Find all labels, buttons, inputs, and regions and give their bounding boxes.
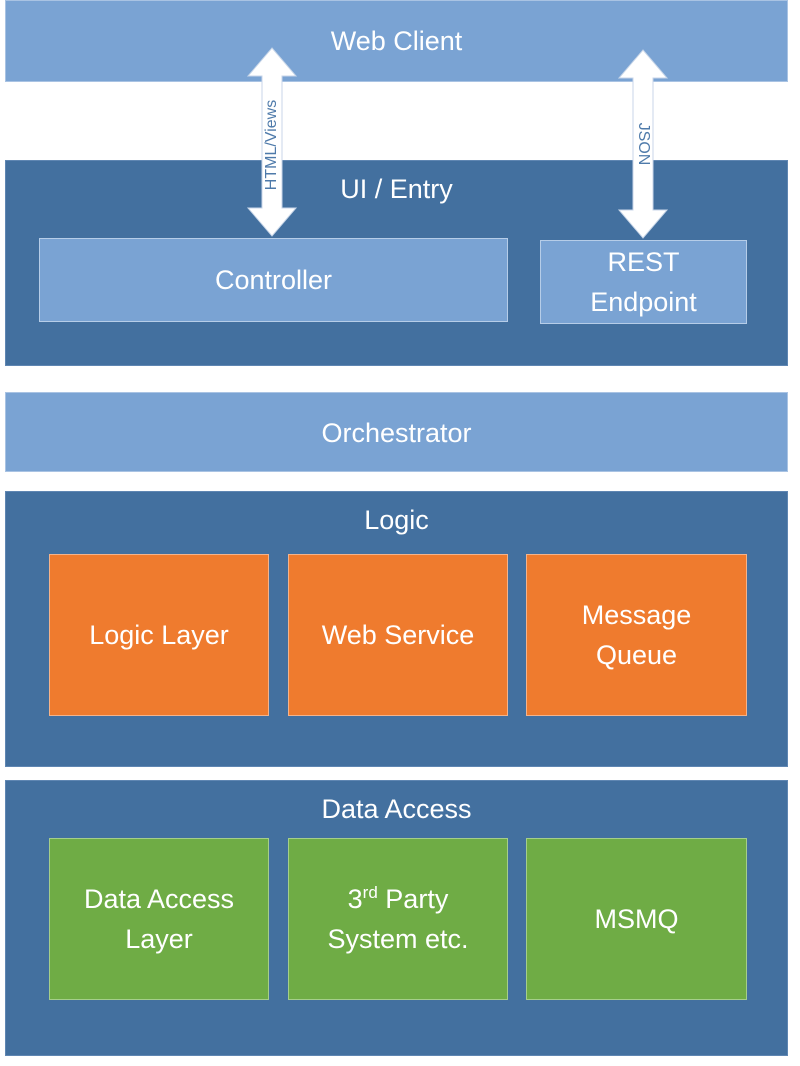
ui-entry-title: UI / Entry — [340, 174, 453, 204]
json-label: JSON — [635, 122, 652, 166]
third-party-label-line1: 3rd Party — [327, 879, 468, 919]
rest-endpoint-box: REST Endpoint — [540, 240, 747, 324]
html-views-arrow — [246, 47, 298, 237]
data-access-layer-label-line1: Data Access — [83, 884, 235, 914]
html-views-label: HTML/Views — [263, 99, 280, 191]
third-party-system-box: 3rd Party System etc. — [288, 838, 508, 1000]
data-access-layer-label-line2: Layer — [125, 924, 193, 954]
logic-layer-box: Logic Layer — [49, 554, 269, 716]
logic-layer: Logic Logic Layer Web Service Message Qu… — [5, 491, 788, 767]
web-service-label: Web Service — [321, 620, 475, 650]
json-arrow — [617, 49, 669, 239]
web-client-layer: Web Client — [5, 0, 788, 82]
web-client-title: Web Client — [330, 26, 463, 56]
rest-endpoint-label-line1: REST — [607, 247, 680, 277]
logic-layer-label: Logic Layer — [89, 620, 229, 650]
third-party-word: Party — [377, 884, 449, 914]
web-service-box: Web Service — [288, 554, 508, 716]
third-party-label-line2: System etc. — [327, 924, 469, 954]
msmq-label: MSMQ — [594, 904, 679, 934]
third-party-number: 3 — [347, 884, 363, 914]
data-access-layer-box: Data Access Layer — [49, 838, 269, 1000]
data-access-layer: Data Access Data Access Layer 3rd Party … — [5, 780, 788, 1056]
controller-box: Controller — [39, 238, 508, 322]
message-queue-label-line1: Message — [581, 600, 692, 630]
controller-label: Controller — [214, 265, 333, 295]
message-queue-label-line2: Queue — [595, 640, 678, 670]
orchestrator-title: Orchestrator — [321, 418, 472, 448]
third-party-suffix: rd — [362, 883, 378, 902]
ui-entry-layer: UI / Entry Controller REST Endpoint — [5, 160, 788, 366]
orchestrator-layer: Orchestrator — [5, 392, 788, 472]
logic-title: Logic — [364, 505, 429, 535]
data-access-title: Data Access — [321, 794, 472, 824]
rest-endpoint-label-line2: Endpoint — [590, 287, 697, 317]
msmq-box: MSMQ — [526, 838, 747, 1000]
message-queue-box: Message Queue — [526, 554, 747, 716]
